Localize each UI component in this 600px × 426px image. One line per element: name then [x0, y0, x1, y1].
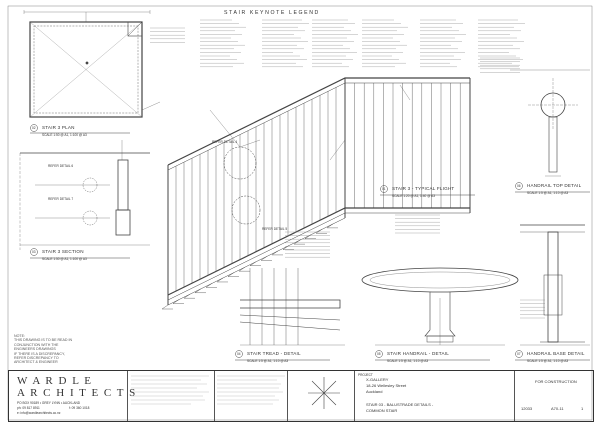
callout-refer-detail-6: REFER DETAIL 6 — [48, 164, 74, 168]
callout-refer-detail-4: REFER DETAIL 4 — [212, 140, 238, 144]
view-number: 05 — [377, 351, 381, 356]
status-text: FOR CONSTRUCTION — [535, 379, 577, 384]
handrail-top-detail — [510, 69, 590, 177]
view-number: 04 — [237, 351, 241, 356]
view-number: 03 — [32, 249, 36, 254]
project-address-1: 18-26 Wellesley Street — [366, 383, 407, 388]
drawing-notice: NOTE: THIS DRAWING IS TO BE READ IN CONJ… — [14, 334, 73, 365]
drawing-number: A70-11 — [551, 406, 564, 411]
view-scale-section: SCALE 1:50 @ A1, 1:100 @ A3 — [42, 257, 87, 261]
view-title-typical-flight: STAIR 3 - TYPICAL FLIGHT — [392, 186, 455, 191]
view-number: 02 — [32, 125, 36, 130]
firm-fax: f: 09 360 1018 — [69, 406, 90, 410]
view-title-plan: STAIR 3 PLAN — [42, 125, 75, 130]
handrail-base-detail — [520, 224, 590, 346]
firm-address: PO BOX 90189 • GREY LYNN • AUCKLAND — [17, 401, 81, 405]
balusters-sloped — [175, 87, 337, 292]
view-title-tread: STAIR TREAD - DETAIL — [247, 351, 301, 356]
revision-table-lines — [217, 375, 285, 405]
view-scale-handrail-base: SCALE 1:5 @ A1, 1:10 @ A3 — [527, 359, 569, 363]
stair-section-view — [19, 140, 150, 250]
view-title-handrail: STAIR HANDRAIL - DETAIL — [387, 351, 449, 356]
firm-name-line1: W A R D L E — [17, 375, 93, 387]
project-name: X-GALLERY — [366, 377, 389, 382]
stair-tread-detail — [239, 268, 345, 346]
sheet-title-line2: COMMON STAIR — [366, 408, 398, 413]
job-number: 12033 — [521, 406, 533, 411]
stamp-logo-icon — [308, 377, 340, 409]
view-title-section: STAIR 3 SECTION — [42, 249, 84, 254]
firm-name-line2: A R C H I T E C T S — [17, 387, 137, 399]
callout-refer-detail-7: REFER DETAIL 7 — [48, 197, 74, 201]
view-number: 07 — [517, 351, 521, 356]
callout-refer-detail-5: REFER DETAIL 5 — [262, 227, 288, 231]
title-block: W A R D L E A R C H I T E C T S PO BOX 9… — [8, 370, 594, 422]
view-scale-handrail-top: SCALE 1:5 @ A1, 1:10 @ A3 — [527, 191, 569, 195]
project-address-2: Auckland — [366, 389, 383, 394]
project-label: PROJECT — [358, 373, 373, 377]
firm-phone: ph: 09 817 8911 — [17, 406, 40, 410]
view-number: 06 — [517, 183, 521, 188]
view-scale-tread: SCALE 1:5 @ A1, 1:10 @ A3 — [247, 359, 289, 363]
view-title-handrail-base: HANDRAIL BASE DETAIL — [527, 351, 585, 356]
general-notes-lines — [131, 375, 209, 405]
revision-number: 1 — [581, 406, 584, 411]
balusters-landing — [354, 83, 461, 208]
view-scale-typical-flight: SCALE 1:20 @ A1, 1:40 @ A3 — [392, 194, 435, 198]
sheet-title-line1: STAIR 03 - BALUSTRADE DETAILS - — [366, 402, 434, 407]
stair-treads — [161, 223, 338, 310]
stair-plan-view — [23, 10, 161, 118]
view-number: 01 — [382, 186, 386, 191]
view-scale-handrail: SCALE 1:5 @ A1, 1:10 @ A3 — [387, 359, 429, 363]
view-title-handrail-top: HANDRAIL TOP DETAIL — [527, 183, 582, 188]
typical-flight-view — [167, 77, 471, 306]
view-scale-plan: SCALE 1:50 @ A1, 1:100 @ A3 — [42, 133, 87, 137]
stair-handrail-detail — [361, 267, 519, 346]
legend-title: STAIR KEYNOTE LEGEND — [224, 10, 320, 16]
firm-email: e: info@wardlearchitects.co.nz — [17, 411, 61, 415]
